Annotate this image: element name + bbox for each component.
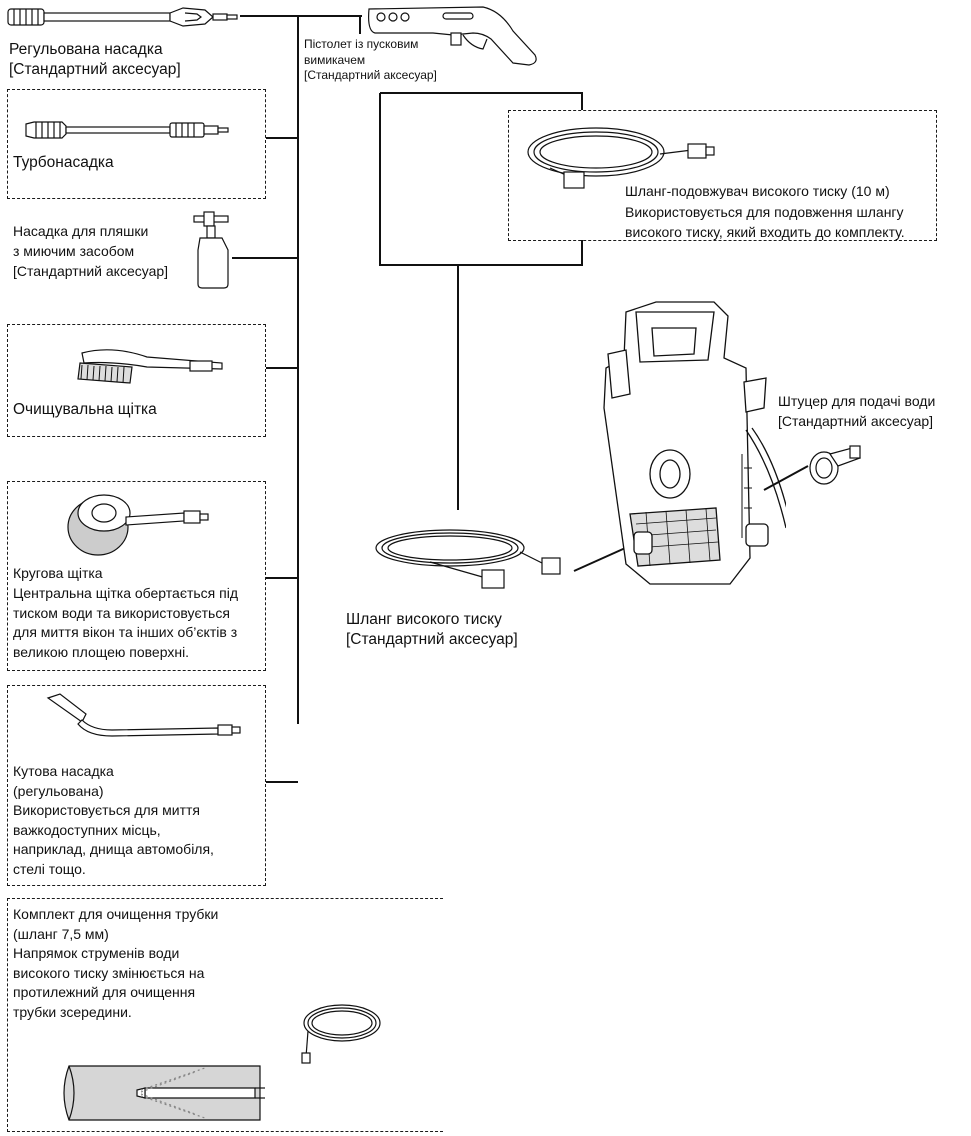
pressure-washer-icon [603,301,786,585]
hp-hose-icon [375,529,561,589]
trigger-gun-icon [368,6,537,66]
extension-hose-icon [527,127,715,189]
angle-nozzle-icon [46,693,241,737]
rotary-brush-icon [67,494,209,556]
adjustable-nozzle-note: [Стандартний аксесуар] [9,61,181,78]
pipe-interior-icon [63,1065,265,1121]
water-inlet-title: Штуцер для подачі води [778,393,936,409]
turbo-nozzle-icon [25,121,229,139]
angle-nozzle-box [7,685,266,886]
extension-hose-desc: Використовується для подовження шлангу в… [625,204,905,240]
bottle-icon [193,211,229,289]
trigger-gun-note: [Стандартний аксесуар] [304,68,437,82]
adjustable-nozzle-title: Регульована насадка [9,41,163,58]
rotary-brush-title: Кругова щітка [13,565,103,581]
turbo-nozzle-title: Турбонасадка [13,154,114,171]
cleaning-brush-title: Очищувальна щітка [13,401,157,418]
extension-hose-box [508,110,937,241]
pipe-kit-title: Комплект для очищення трубки (шланг 7,5 … [13,906,219,942]
bottle-nozzle-note: [Стандартний аксесуар] [13,263,169,279]
water-inlet-note: [Стандартний аксесуар] [778,413,934,429]
adjustable-nozzle-icon [7,7,238,27]
water-inlet-icon [809,445,861,485]
cleaning-brush-box [7,324,266,437]
angle-nozzle-title: Кутова насадка (регульована) [13,763,114,799]
turbo-nozzle-box [7,89,266,199]
rotary-brush-box [7,481,266,671]
cleaning-brush-icon [77,349,223,384]
pipe-kit-box [7,898,443,1132]
pipe-kit-desc: Напрямок струменів води високого тиску з… [13,945,205,1020]
hp-hose-title: Шланг високого тиску [346,611,502,628]
angle-nozzle-desc: Використовується для миття важкодоступни… [13,802,214,877]
trigger-gun-title: Пістолет із пусковим вимикачем [304,37,419,67]
pipe-hose-icon [301,1004,381,1064]
rotary-brush-desc: Центральна щітка обертається під тиском … [13,585,239,660]
extension-hose-title: Шланг-подовжувач високого тиску (10 м) [625,183,890,199]
bottle-nozzle-title: Насадка для пляшки з миючим засобом [13,223,149,259]
hp-hose-note: [Стандартний аксесуар] [346,631,518,648]
